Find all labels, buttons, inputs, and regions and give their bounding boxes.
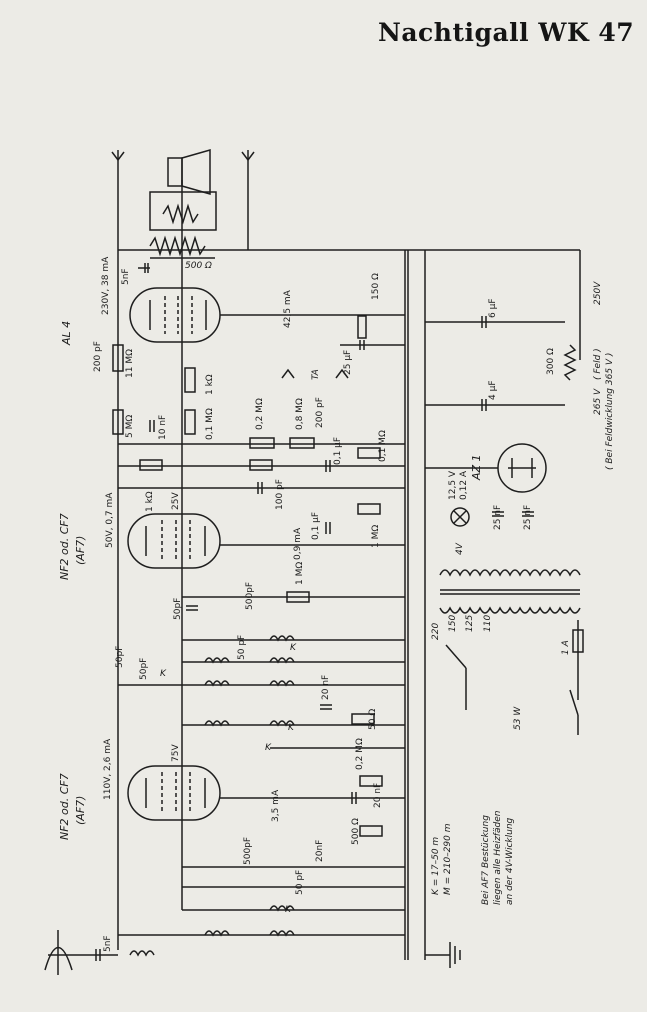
label-c-20nf-a: 20 nF — [321, 675, 331, 700]
label-k-1: K — [290, 643, 297, 653]
note-af7-1: Bei AF7 Bestückung — [481, 815, 491, 905]
label-r-02m-b: 0,2 MΩ — [355, 738, 365, 770]
label-k-2: K — [160, 669, 167, 679]
speaker-icon — [149, 149, 217, 231]
label-r-5m: 5 MΩ — [125, 415, 135, 438]
label-af-anode: 50V, 0,7 mA — [105, 492, 115, 548]
label-r-01m-a: 0,1 MΩ — [205, 408, 215, 440]
tube-rf-stage — [127, 765, 221, 821]
page-title: Nachtigall WK 47 — [378, 18, 635, 47]
label-r-500: 500 Ω — [351, 818, 361, 845]
label-c-500pf-b: 500pF — [243, 837, 253, 865]
label-r-1m-a: 1 MΩ — [371, 525, 381, 548]
label-c-4uf: 4 μF — [488, 381, 498, 401]
label-c-500pf-a: 500pF — [245, 582, 255, 610]
label-v-250: 250V — [593, 281, 603, 305]
label-al4-anode: 230V, 38 mA — [101, 256, 111, 315]
ground-icon — [425, 942, 461, 968]
label-r-50: 50 Ω — [368, 709, 378, 730]
output-transformer — [149, 235, 215, 259]
label-lamp-v: 12,5 V — [448, 470, 458, 500]
label-rf-screen: 75V — [171, 744, 181, 762]
note-m-range: M = 210–290 m — [443, 823, 453, 895]
label-af-current: 0,9 mA — [293, 527, 303, 560]
label-ta: TA — [311, 369, 321, 380]
label-tube-af: NF2 od. CF7 — [58, 513, 71, 580]
label-r-11m: 11 MΩ — [125, 349, 135, 378]
label-c-25nf-a: 25 nF — [493, 505, 503, 530]
label-c-01uf-b: 0,1 μF — [311, 512, 321, 540]
label-tube-rf-alt: (AF7) — [74, 796, 87, 825]
label-r-1k-b: 1 kΩ — [145, 491, 155, 512]
label-c-01uf-a: 0,1 μF — [333, 437, 343, 465]
label-field: ( Feld ) — [593, 348, 603, 380]
label-c-50pf-b: 50 pF — [237, 635, 247, 660]
label-c-10nf: 10 nF — [158, 415, 168, 440]
label-r-150: 150 Ω — [371, 273, 381, 300]
label-lamp-a: 0,12 A — [459, 470, 469, 500]
note-af7-2: liegen alle Heizfäden — [493, 810, 503, 905]
ground-rail — [404, 250, 409, 960]
label-r-08m: 0,8 MΩ — [295, 398, 305, 430]
label-c-50pf-a: 50pF — [173, 598, 183, 620]
label-c-5nf-top: 5nF — [121, 268, 131, 285]
label-k-5: K — [285, 905, 292, 915]
label-tap-150: 150 — [448, 615, 458, 632]
label-r-02m-a: 0,2 MΩ — [255, 398, 265, 430]
note-af7-3: an der 4V-Wicklung — [505, 817, 515, 905]
label-tap-220: 220 — [431, 623, 441, 640]
label-speaker-res: 500 Ω — [185, 261, 212, 271]
label-k-3: K — [288, 723, 295, 733]
label-rf-current: 3,5 mA — [271, 789, 281, 822]
b-plus-rail — [118, 249, 580, 960]
label-power: 53 W — [513, 706, 523, 730]
label-tap-110: 110 — [483, 615, 493, 632]
label-rf-anode: 110V, 2,6 mA — [103, 738, 113, 800]
note-k-range: K = 17–50 m — [431, 837, 441, 895]
antenna-icon — [44, 930, 118, 975]
label-v-265: 265 V — [593, 388, 603, 415]
label-c-200pf-b: 200 pF — [315, 397, 325, 428]
label-tube-rf: NF2 od. CF7 — [58, 773, 71, 840]
label-c-25nf-b: 25 nF — [523, 505, 533, 530]
label-heater: 4V — [455, 542, 465, 555]
label-c-50pf-c: 50pF — [115, 646, 125, 668]
label-c-50pf-e: 50 pF — [295, 870, 305, 895]
label-c-25uf: 25 μF — [343, 350, 353, 375]
label-c-5nf-ant: 5nF — [103, 935, 113, 952]
label-c-6uf: 6 μF — [488, 299, 498, 319]
label-c-50pf-d: 50pF — [139, 658, 149, 680]
pilot-lamp-icon — [450, 507, 470, 527]
label-r-300: 300 Ω — [546, 348, 556, 375]
label-al4-current: 42,5 mA — [283, 289, 293, 328]
label-k-4: K — [265, 743, 272, 753]
label-c-20nf-c: 20nF — [315, 840, 325, 862]
label-r-1m-b: 1 MΩ — [295, 562, 305, 585]
label-r-1k-a: 1 kΩ — [205, 374, 215, 395]
label-tap-125: 125 — [465, 615, 475, 632]
label-c-20nf-b: 20 nF — [373, 783, 383, 808]
tube-af-stage — [127, 513, 221, 569]
label-tube-al4: AL 4 — [60, 321, 73, 346]
label-tube-af-alt: (AF7) — [74, 536, 87, 565]
label-fuse: 1 A — [561, 640, 571, 655]
tube-az1 — [497, 443, 547, 493]
label-c-200pf: 200 pF — [93, 341, 103, 372]
label-c-100pf: 100 pF — [275, 479, 285, 510]
label-field-note: ( Bei Feldwicklung 365 V ) — [605, 353, 615, 470]
label-r-01m-b: 0,1 MΩ — [378, 430, 388, 462]
power-transformer — [439, 569, 581, 614]
tube-al4 — [129, 287, 221, 343]
label-af-screen: 25V — [171, 492, 181, 510]
